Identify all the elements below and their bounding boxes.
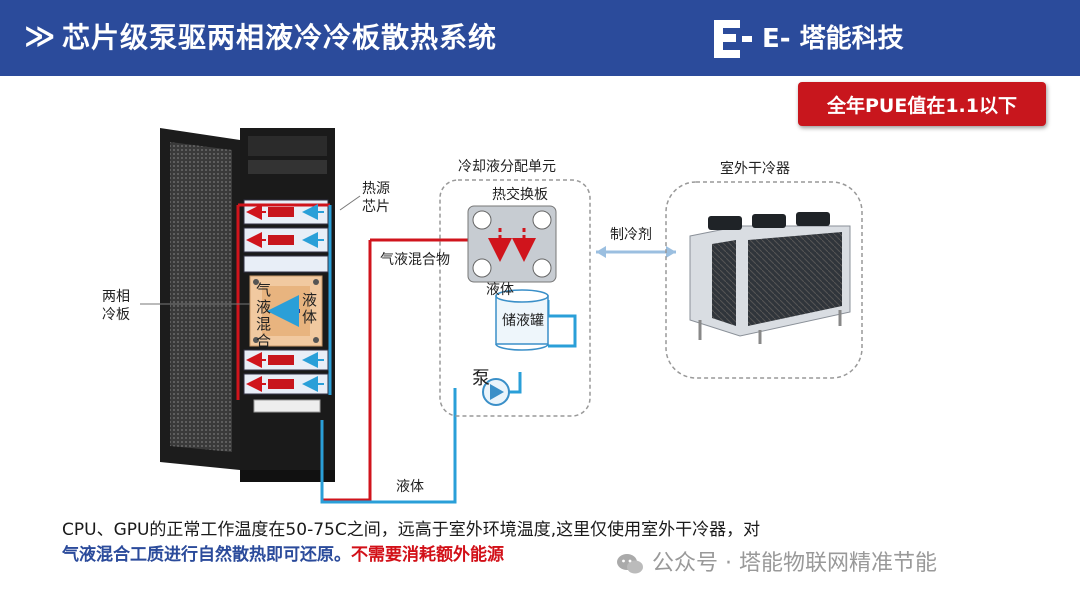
heat-exchanger-plate: [467, 205, 557, 283]
page-title: 芯片级泵驱两相液冷冷板散热系统: [62, 21, 498, 54]
refrigerant-label: 制冷剂: [610, 227, 652, 243]
liquid-bottom-label: 液体: [396, 479, 424, 495]
watermark-text: 公众号 · 塔能物联网精准节能: [652, 551, 937, 576]
wechat-icon: [617, 554, 643, 574]
chip-leader-line: [339, 195, 361, 211]
gas-liquid-mix-label: 气液混合物: [380, 252, 450, 268]
watermark: 公众号 · 塔能物联网精准节能: [616, 550, 937, 578]
footer-line-2: 气液混合工质进行自然散热即可还原。不需要消耗额外能源: [62, 544, 504, 566]
dry-cooler-unit: [689, 212, 851, 344]
header-bar: ≫ 芯片级泵驱两相液冷冷板散热系统 E- 塔能科技: [0, 0, 1080, 76]
dry-cooler-boundary: [665, 181, 863, 379]
footer-line-2-blue: 气液混合工质进行自然散热即可还原。: [62, 545, 351, 565]
company-logo-icon: [714, 20, 752, 58]
heat-source-chip-label: 热源 芯片: [362, 181, 390, 215]
pue-badge: 全年PUE值在1.1以下: [798, 82, 1046, 126]
cdu-boundary: [439, 179, 591, 417]
pump-label: 泵: [472, 368, 490, 389]
refrigerant-arrow: [596, 246, 676, 258]
reservoir-label: 储液罐: [502, 313, 544, 329]
heat-exchanger-label: 热交换板: [492, 187, 548, 203]
two-phase-cold-plate: [249, 275, 323, 347]
pump-icon: [482, 378, 510, 406]
footer-line-2-red: 不需要消耗额外能源: [351, 545, 504, 565]
reservoir-tank: [495, 289, 549, 351]
cdu-label: 冷却液分配单元: [458, 159, 556, 175]
rack-flow-lines: [236, 203, 332, 400]
double-chevron-icon: ≫: [24, 19, 56, 54]
brand-name: E- 塔能科技: [762, 24, 904, 54]
liquid-hx-label: 液体: [486, 282, 514, 298]
dry-cooler-label: 室外干冷器: [720, 161, 790, 177]
gas-liquid-vertical-label: 气液混合: [256, 281, 272, 350]
liquid-vertical-label: 液体: [302, 291, 318, 326]
footer-line-1: CPU、GPU的正常工作温度在50-75C之间，远高于室外环境温度,这里仅使用室…: [62, 520, 761, 540]
rack-door: [160, 128, 240, 470]
two-phase-cold-plate-label: 两相 冷板: [102, 289, 130, 323]
